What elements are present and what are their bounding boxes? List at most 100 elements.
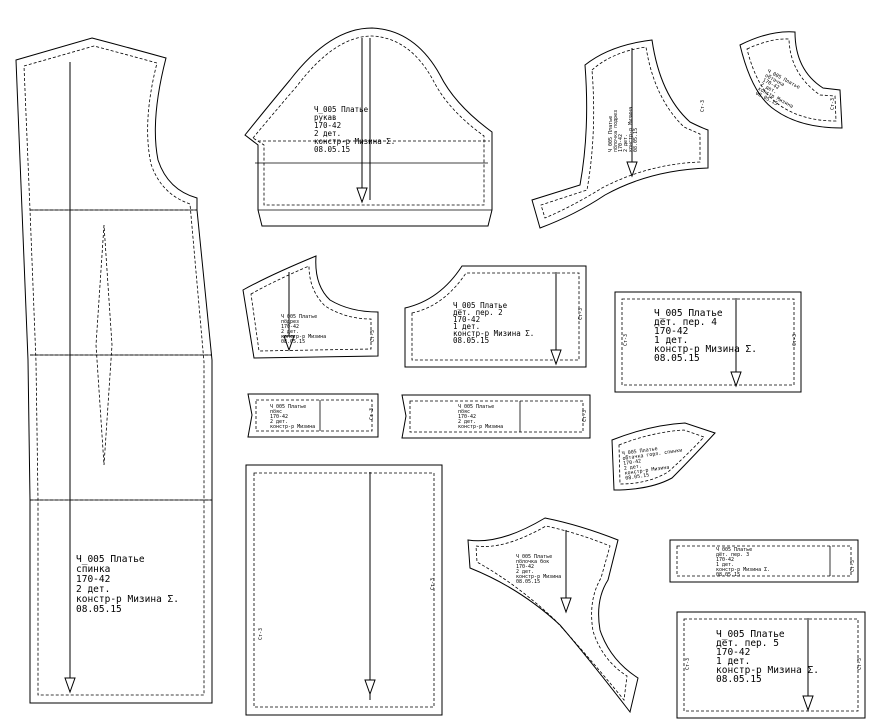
label-line: дет. пер. 4 xyxy=(654,317,717,328)
piece-yoke-left[interactable]: Ч_005 Платье подрез 170-42 2 дет. констр… xyxy=(242,255,379,359)
piece-front-yoke[interactable]: Ч_005 Платье полочка подрез 170-42 2 дет… xyxy=(531,39,709,229)
label-line: констр-р Мизина Σ. xyxy=(716,567,770,573)
label-line: 170-42 xyxy=(716,647,750,658)
side-label: Ст-3 xyxy=(700,100,706,112)
label-line: полочка бок xyxy=(516,558,549,565)
label-line: 2 дет. xyxy=(458,419,476,425)
label-line: 1 дет. xyxy=(654,335,688,346)
label-line: 170-42 xyxy=(270,414,288,420)
label-line: 08.05.15 xyxy=(453,336,489,345)
label-line: констр-р Мизина Σ. xyxy=(716,665,819,676)
label-line: 1 дет. xyxy=(716,656,750,667)
label-line: констр-р Мизина Σ. xyxy=(453,329,534,338)
label-line: 2 дет. xyxy=(623,134,629,152)
side-label: Ст-3 xyxy=(369,408,375,420)
label-line: 1 дет. xyxy=(453,322,480,331)
label-line: констр-р Мизина xyxy=(270,424,315,430)
label-line: рукав xyxy=(314,113,337,122)
label-line: пояс xyxy=(458,409,470,415)
label-line: 170-42 xyxy=(516,564,534,570)
side-label: Ст-3 xyxy=(850,560,856,572)
label-line: Ч_005 Платье xyxy=(453,301,508,310)
label-line: 08.05.15 xyxy=(716,572,740,578)
label-line: Ч_005 Платье xyxy=(716,629,785,640)
label-line: Ч_005 Платье xyxy=(621,446,658,457)
label-line: спинка xyxy=(76,564,110,575)
label-line: 08.05.15 xyxy=(76,604,122,615)
side-label: Ст-3 xyxy=(430,578,436,590)
piece-collar-small[interactable]: Ч_005 Платье обтачка 170-42 2 дет. конст… xyxy=(739,31,843,129)
label-line: дет. пер. 2 xyxy=(453,308,503,317)
panel-5-label: Ч_005 Платье дет. пер. 5 170-42 1 дет. к… xyxy=(716,629,819,685)
label-line: 08.05.15 xyxy=(281,339,305,345)
piece-panel-5[interactable]: Ч_005 Платье дет. пер. 5 170-42 1 дет. к… xyxy=(676,611,866,719)
panel-4-label: Ч_005 Платье дет. пер. 4 170-42 1 дет. к… xyxy=(654,308,757,364)
label-line: 08.05.15 xyxy=(654,353,700,364)
label-line: констр-р Мизина xyxy=(458,424,503,430)
piece-front-side[interactable]: Ч_005 Платье полочка бок 170-42 2 дет. к… xyxy=(467,517,639,714)
label-line: 170-42 xyxy=(281,324,299,330)
label-line: констр-р Мизина Σ. xyxy=(654,344,757,355)
label-line: дет. пер. 5 xyxy=(716,638,779,649)
label-line: 2 дет. xyxy=(281,329,299,335)
label-line: 2 дет. xyxy=(624,463,643,471)
label-line: 08.05.15 xyxy=(625,472,650,481)
piece-band-1[interactable]: Ч_005 Платье пояс 170-42 2 дет. констр-р… xyxy=(247,393,379,438)
label-line: 1 дет. xyxy=(716,562,734,568)
label-line: Ч_005 Платье xyxy=(716,547,752,553)
side-label: Ст-3 xyxy=(370,330,376,342)
label-line: 08.05.15 xyxy=(516,579,540,585)
label-line: Ч_005 Платье xyxy=(516,554,552,560)
piece-panel-4[interactable]: Ч_005 Платье дет. пер. 4 170-42 1 дет. к… xyxy=(614,291,802,393)
label-line: 2 дет. xyxy=(270,419,288,425)
left-label: Ст-3 xyxy=(623,334,629,346)
label-line: 170-42 xyxy=(453,315,480,324)
label-line: 170-42 xyxy=(716,557,734,563)
side-label: Ст-3 xyxy=(578,308,584,320)
piece-sleeve[interactable]: Ч_005 Платье рукав 170-42 2 дет. констр-… xyxy=(244,27,493,227)
yoke-left-label: Ч_005 Платье подрез 170-42 2 дет. констр… xyxy=(281,314,326,345)
left-label: Ст-3 xyxy=(258,628,264,640)
back-label: Ч_005 Платье спинка 170-42 2 дет. констр… xyxy=(76,554,179,615)
label-line: подрез xyxy=(281,319,299,325)
label-line: Ч_005 Платье xyxy=(314,105,369,114)
label-line: 2 дет. xyxy=(516,569,534,575)
piece-skirt-panel[interactable]: Ст-3 Ст-3 xyxy=(245,464,443,716)
band-2-label: Ч_005 Платье пояс 170-42 2 дет. констр-р… xyxy=(458,404,503,430)
label-line: констр-р Мизина xyxy=(516,574,561,580)
label-line: Ч_005 Платье xyxy=(654,308,723,319)
label-line: констр-р Мизина Σ. xyxy=(314,137,395,146)
piece-band-3[interactable]: Ч_005 Платье дет. пер. 3 170-42 1 дет. к… xyxy=(669,539,859,583)
label-line: Ч_005 Платье xyxy=(76,554,145,565)
label-line: 08.05.15 xyxy=(633,128,639,152)
band-1-label: Ч_005 Платье пояс 170-42 2 дет. констр-р… xyxy=(270,404,315,430)
label-line: 2 дет. xyxy=(76,584,110,595)
front-yoke-label: Ч_005 Платье полочка подрез 170-42 2 дет… xyxy=(608,107,639,152)
label-line: 170-42 xyxy=(314,121,341,130)
side-label: Ст-3 xyxy=(857,658,863,670)
label-line: констр-р Мизина xyxy=(628,107,634,152)
side-label: Ст-3 xyxy=(792,334,798,346)
label-line: констр-р Мизина Σ. xyxy=(76,594,179,605)
label-line: 170-42 xyxy=(618,134,624,152)
label-line: Ч_005 Платье xyxy=(270,404,306,410)
piece-back[interactable]: Ч_005 Платье спинка 170-42 2 дет. констр… xyxy=(15,37,213,704)
label-line: 08.05.15 xyxy=(716,674,762,685)
piece-facing[interactable]: Ч_005 Платье обтачка горл. спинки 170-42… xyxy=(611,422,716,491)
piece-band-2[interactable]: Ч_005 Платье пояс 170-42 2 дет. констр-р… xyxy=(401,394,591,439)
label-line: Ч_005 Платье xyxy=(281,314,317,320)
piece-panel-2[interactable]: Ч_005 Платье дет. пер. 2 170-42 1 дет. к… xyxy=(404,265,587,368)
left-label: Ст-3 xyxy=(685,658,691,670)
label-line: Ч_005 Платье xyxy=(608,116,614,152)
label-line: пояс xyxy=(270,409,282,415)
label-line: 170-42 xyxy=(623,458,642,466)
label-line: Ч_005 Платье xyxy=(458,404,494,410)
label-line: констр-р Мизина xyxy=(281,334,326,340)
label-line: 2 дет. xyxy=(314,129,341,138)
label-line: дет. пер. 3 xyxy=(716,552,749,558)
panel-2-label: Ч_005 Платье дет. пер. 2 170-42 1 дет. к… xyxy=(453,301,534,345)
label-line: 170-42 xyxy=(654,326,688,337)
sleeve-label: Ч_005 Платье рукав 170-42 2 дет. констр-… xyxy=(314,105,395,154)
